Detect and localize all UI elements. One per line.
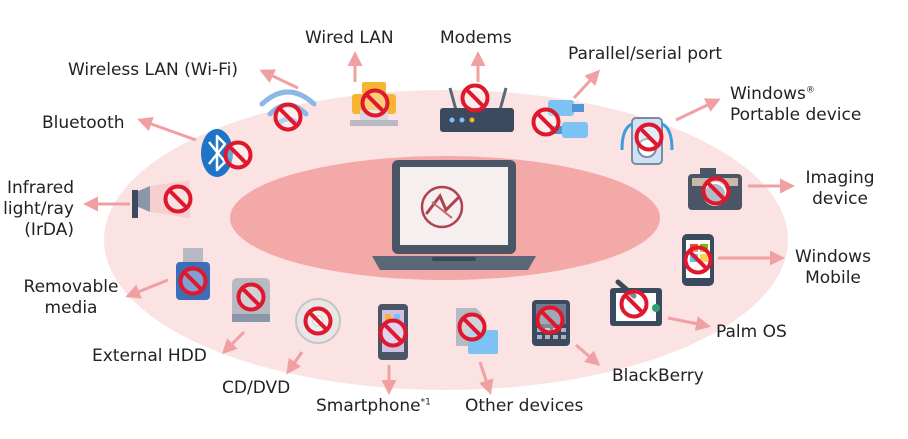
modem-icon [440,83,514,132]
label-parallel-serial: Parallel/serial port [568,44,723,64]
label-windows-mobile-line1: Windows [795,247,871,267]
label-wired-lan: Wired LAN [305,28,394,48]
label-removable-line1: Removable [23,277,119,297]
external-hdd-icon [232,278,270,322]
label-smartphone-text: Smartphone [316,396,421,416]
label-blackberry: BlackBerry [612,366,704,386]
label-windows-portable: Windows® Portable device [730,84,861,126]
palm-os-icon [610,279,662,326]
label-other: Other devices [465,396,584,416]
label-removable-line2: media [44,298,98,318]
label-infrared: Infrared light/ray (IrDA) [0,178,74,241]
ethernet-icon [350,82,398,126]
infrared-icon [132,180,193,218]
label-palm-os: Palm OS [716,322,787,342]
registered-mark: ® [805,85,815,96]
label-bluetooth: Bluetooth [42,113,125,133]
blackberry-icon [532,300,570,346]
label-external-hdd: External HDD [92,346,207,366]
laptop-icon [372,160,536,270]
arrow-palm-os [667,316,711,332]
arrow-external-hdd [221,330,246,355]
arrow-parallel-serial [572,69,601,100]
arrows [83,51,795,395]
label-wireless-lan: Wireless LAN (Wi-Fi) [68,60,238,80]
label-removable: Removable media [14,277,128,319]
label-infrared-line3: (IrDA) [24,220,74,240]
bluetooth-icon [201,129,253,177]
arrow-windows-portable [675,98,721,122]
cd-dvd-icon [295,298,341,344]
arrow-cd-dvd [286,351,304,375]
label-windows-mobile: Windows Mobile [786,247,880,289]
usb-drive-icon [176,248,210,300]
arrow-blackberry [575,343,601,366]
arrow-bluetooth [137,116,197,142]
other-devices-icon [456,308,498,354]
serial-port-icon [531,100,588,138]
label-infrared-line1: Infrared [6,178,74,198]
smartphone-icon [378,304,408,360]
arrow-other [478,361,494,395]
label-imaging-line2: device [812,189,868,209]
label-windows-mobile-line2: Mobile [805,268,861,288]
label-infrared-line2: light/ray [3,199,74,219]
portable-device-icon [620,117,674,165]
arrow-removable [125,278,169,299]
product-logo-icon [420,185,464,229]
label-modems: Modems [440,28,512,48]
label-imaging-line1: Imaging [805,168,875,188]
label-smartphone: Smartphone*1 [316,396,431,417]
windows-mobile-icon [682,234,714,286]
footnote-mark: *1 [420,397,431,408]
arrow-wireless-lan [259,69,299,90]
label-cd-dvd: CD/DVD [222,378,291,398]
label-imaging: Imaging device [798,168,882,210]
label-windows-portable-line1: Windows [730,84,806,104]
label-windows-portable-line2: Portable device [730,105,862,125]
camera-icon [688,168,742,210]
wifi-icon [259,89,317,132]
